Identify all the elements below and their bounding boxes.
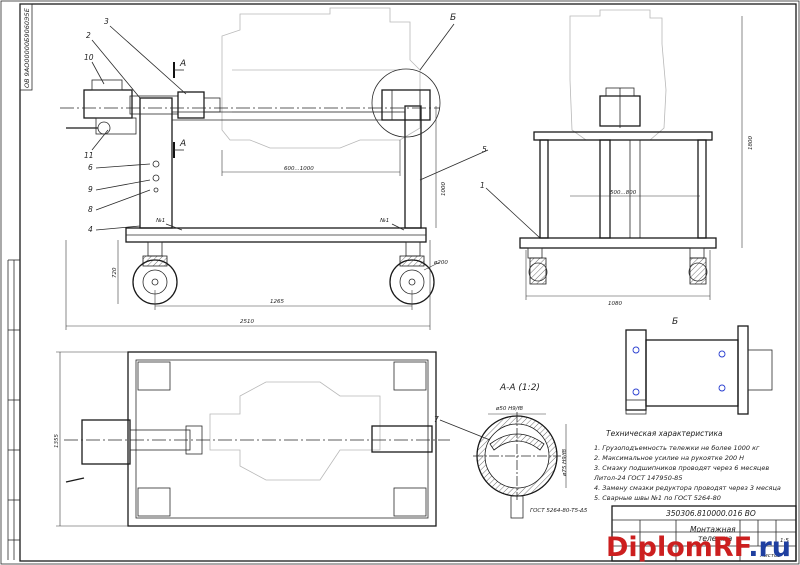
gost-weld-label: ГОСТ 5264-80-Т5-Δ5 (530, 508, 588, 514)
pos-number-4: 4 (88, 225, 93, 234)
weld-mark-right: №1 (379, 218, 389, 224)
dim-shaft-2: ø75 H9/f8 (562, 448, 568, 477)
plan-view (56, 351, 450, 527)
dim-1000: 1000 (441, 182, 447, 196)
side-caster-left (527, 247, 548, 285)
pos-number-8: 8 (88, 205, 93, 214)
section-label-bottom: А (179, 139, 186, 149)
dim-1080: 1080 (608, 301, 622, 307)
view-label-b-top: Б (450, 13, 456, 23)
tech-item-3: 3. Смазку подшипников проводят через 6 м… (594, 464, 769, 472)
tech-item-2: 2. Максимальное усилие на рукоятке 200 Н (594, 454, 744, 462)
tech-item-5: 5. Сварные швы №1 по ГОСТ 5264-80 (594, 494, 721, 502)
dim-600-1000: 600...1000 (284, 166, 314, 172)
side-view (519, 9, 743, 300)
engine-outline-front (221, 7, 421, 149)
section-marker-a (173, 62, 184, 158)
pos-number-3: 3 (104, 17, 109, 26)
dim-500-800: 500...800 (610, 190, 637, 196)
title-block (611, 505, 797, 562)
doc-number: 350306.810000.016 ВО (666, 509, 756, 518)
tech-item-1: 1. Грузоподъемность тележки не более 100… (594, 444, 760, 452)
part-name-line1: Монтажная (690, 525, 736, 534)
section-label-top: А (179, 59, 186, 69)
dim-1800: 1800 (748, 136, 754, 150)
pos-number-5: 5 (482, 145, 487, 154)
view-b-detail (625, 325, 773, 415)
caster-right (389, 241, 435, 305)
view-label-b-detail: Б (672, 317, 678, 327)
pos-number-9: 9 (88, 185, 93, 194)
dim-720: 720 (112, 267, 118, 278)
drawing-code-topleft: ОВ 9АО00000Б9060Э5Е (23, 7, 31, 88)
weld-mark-left: №1 (155, 218, 165, 224)
tech-item-4: 4. Замену смазки редуктора проводят чере… (594, 484, 781, 492)
pos-number-7: 7 (434, 415, 439, 424)
dim-1355: 1355 (54, 434, 60, 448)
section-a-a (439, 412, 567, 519)
pos-number-6: 6 (88, 163, 93, 172)
tech-title: Техническая характеристика (606, 429, 723, 438)
pos-number-1: 1 (480, 181, 485, 190)
dim-1265: 1265 (270, 299, 284, 305)
caster-left (132, 241, 178, 305)
dim-2510: 2510 (240, 319, 254, 325)
watermark: DiplomRF.ru (606, 532, 791, 563)
leader-lines (91, 23, 541, 239)
pos-number-2: 2 (86, 31, 91, 40)
sheets-label: Листов (759, 553, 781, 559)
dim-shaft-1: ø50 H9/f8 (495, 406, 524, 412)
tech-item-3b: Литол-24 ГОСТ 147950-85 (593, 474, 682, 482)
part-name-line2: тележка (698, 534, 733, 543)
dimensions-elevation (65, 106, 441, 330)
watermark-main: DiplomRF (606, 532, 751, 563)
pos-number-10: 10 (84, 53, 94, 62)
dim-200: ø200 (433, 260, 448, 266)
cart-frame-elevation (60, 68, 441, 243)
watermark-suffix: .ru (748, 532, 791, 563)
section-view-title: А-А (1:2) (499, 383, 540, 393)
scale-value: 1:5 (780, 538, 789, 544)
pos-number-11: 11 (84, 151, 94, 160)
side-caster-right (688, 247, 708, 285)
